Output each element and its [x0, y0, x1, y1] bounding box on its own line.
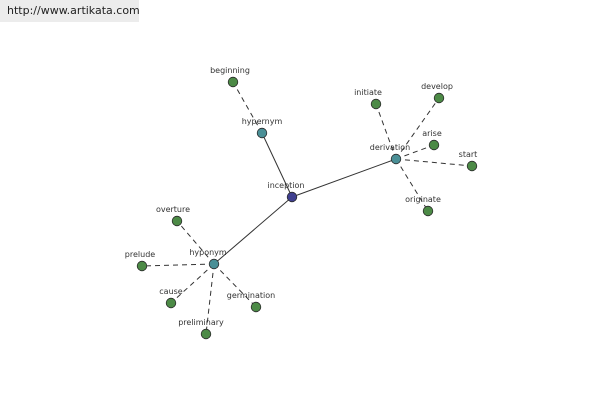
- edge-derivation-develop: [395, 97, 440, 160]
- node-hypernym-label: hypernym: [242, 117, 283, 126]
- edge-inception-derivation: [291, 158, 397, 198]
- node-preliminary-dot[interactable]: [200, 328, 212, 340]
- edge-hyponym-cause: [170, 263, 215, 304]
- node-prelude[interactable]: prelude: [125, 250, 155, 272]
- edge-hypernym-beginning: [232, 81, 263, 134]
- node-germination-dot[interactable]: [250, 301, 262, 313]
- node-arise-label: arise: [422, 129, 442, 138]
- edge-hyponym-preliminary: [205, 263, 215, 335]
- node-inception[interactable]: inception: [267, 181, 305, 203]
- edge-derivation-originate: [395, 158, 429, 212]
- edges-layer: [141, 81, 473, 335]
- source-url-banner[interactable]: http://www.artikata.com: [0, 0, 140, 22]
- node-originate-dot[interactable]: [422, 205, 434, 217]
- edge-derivation-initiate: [375, 103, 397, 160]
- node-start[interactable]: start: [459, 150, 478, 172]
- nodes-layer: beginning initiate develop arise start origin…: [125, 66, 478, 340]
- node-start-label: start: [459, 150, 478, 159]
- node-beginning-label: beginning: [210, 66, 250, 75]
- node-develop[interactable]: develop: [421, 82, 453, 104]
- node-prelude-label: prelude: [125, 250, 155, 259]
- node-overture-label: overture: [156, 205, 190, 214]
- node-cause-dot[interactable]: [165, 297, 177, 309]
- node-overture-dot[interactable]: [171, 215, 183, 227]
- node-originate-label: originate: [405, 195, 441, 204]
- node-hyponym-dot[interactable]: [208, 258, 220, 270]
- node-arise[interactable]: arise: [422, 129, 442, 151]
- node-beginning[interactable]: beginning: [210, 66, 250, 88]
- node-develop-label: develop: [421, 82, 453, 91]
- node-originate[interactable]: originate: [405, 195, 441, 217]
- node-initiate-dot[interactable]: [370, 98, 382, 110]
- edge-inception-hypernym: [261, 132, 293, 198]
- node-hypernym-dot[interactable]: [256, 127, 268, 139]
- node-preliminary[interactable]: preliminary: [178, 318, 224, 340]
- node-start-dot[interactable]: [466, 160, 478, 172]
- node-initiate-label: initiate: [354, 88, 382, 97]
- node-hypernym[interactable]: hypernym: [242, 117, 283, 139]
- node-overture[interactable]: overture: [156, 205, 190, 227]
- node-germination-label: germination: [227, 291, 275, 300]
- node-germination[interactable]: germination: [227, 291, 275, 313]
- edge-derivation-arise: [395, 144, 435, 160]
- node-inception-dot[interactable]: [286, 191, 298, 203]
- node-hyponym[interactable]: hyponym: [189, 248, 227, 270]
- node-beginning-dot[interactable]: [227, 76, 239, 88]
- node-initiate[interactable]: initiate: [354, 88, 382, 110]
- node-preliminary-label: preliminary: [178, 318, 224, 327]
- node-arise-dot[interactable]: [428, 139, 440, 151]
- node-derivation-dot[interactable]: [390, 153, 402, 165]
- edge-inception-hyponym: [213, 196, 293, 265]
- node-prelude-dot[interactable]: [136, 260, 148, 272]
- node-develop-dot[interactable]: [433, 92, 445, 104]
- node-hyponym-label: hyponym: [189, 248, 227, 257]
- node-derivation[interactable]: derivation: [370, 143, 410, 165]
- edge-hyponym-prelude: [141, 263, 215, 267]
- node-inception-label: inception: [267, 181, 304, 190]
- node-derivation-label: derivation: [370, 143, 410, 152]
- node-cause[interactable]: cause: [159, 287, 183, 309]
- edge-hyponym-germination: [213, 263, 257, 308]
- edge-derivation-start: [395, 158, 473, 167]
- node-cause-label: cause: [159, 287, 183, 296]
- edge-hyponym-overture: [176, 220, 215, 265]
